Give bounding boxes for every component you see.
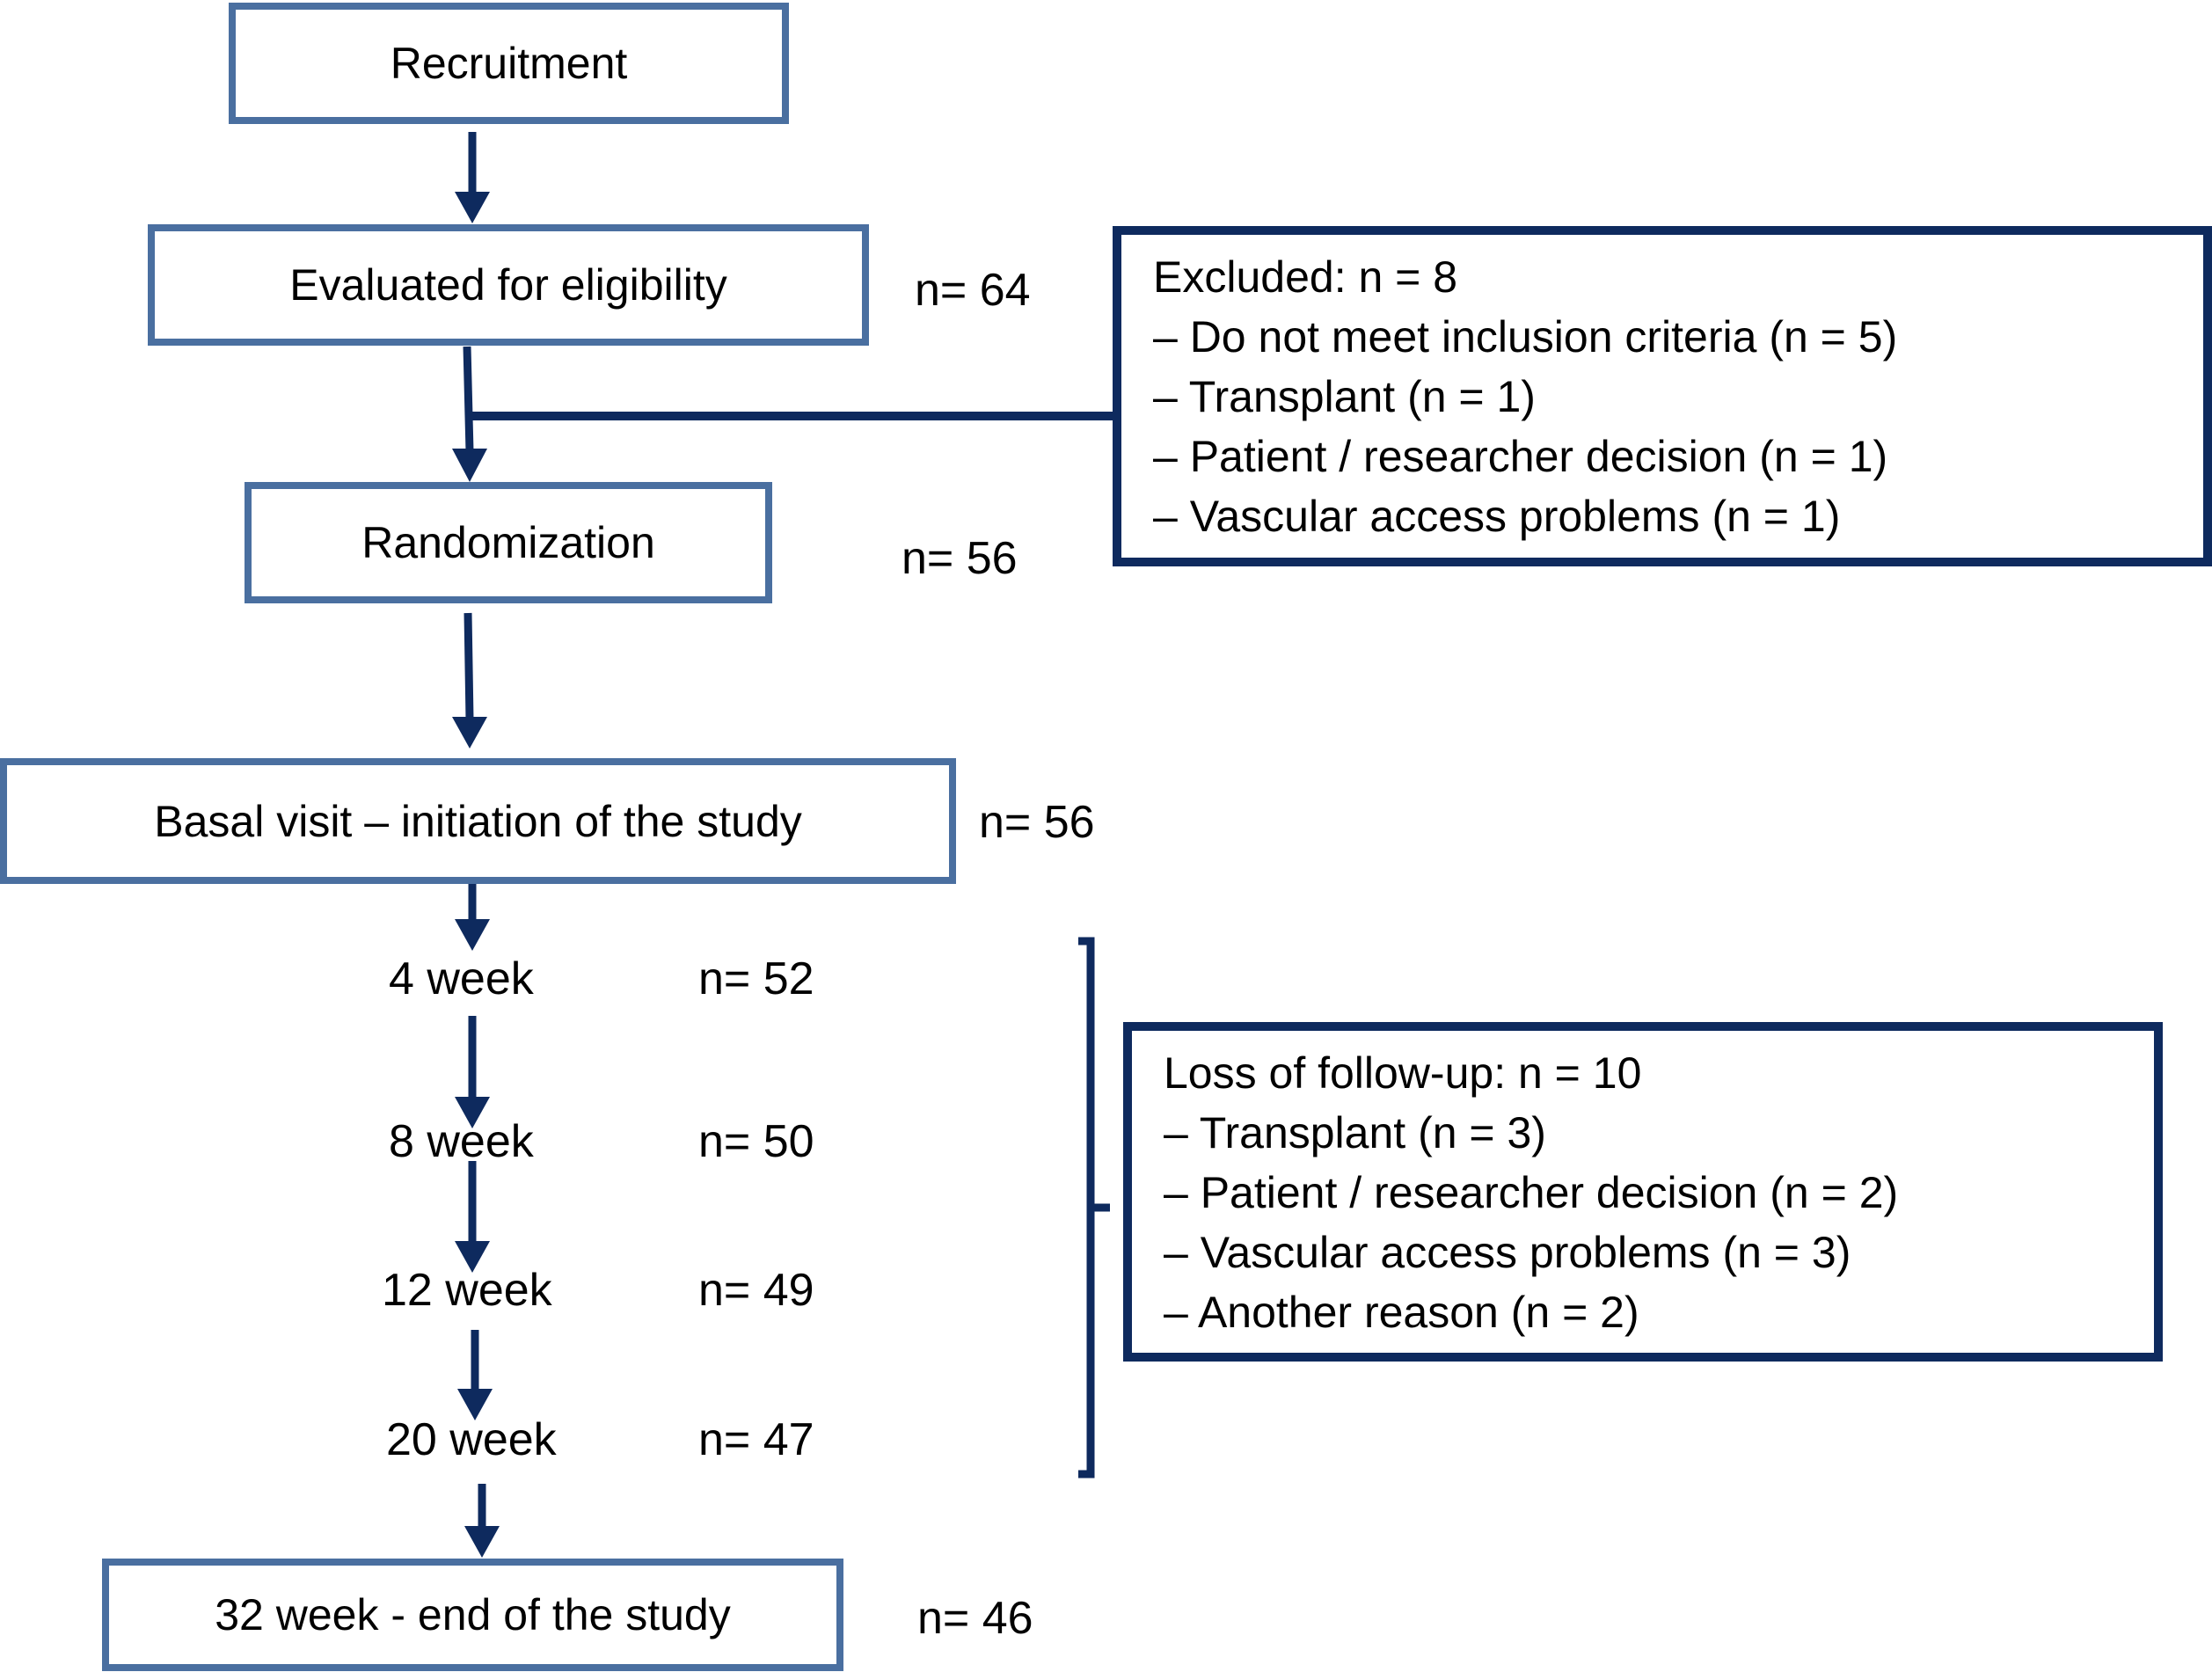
arrowhead: [464, 1526, 500, 1558]
followup-count-week12: n= 49: [698, 1265, 814, 1316]
eligibility-label: Evaluated for eligibility: [289, 260, 727, 310]
basal-visit-box: Basal visit – initiation of the study: [0, 758, 956, 884]
arrowhead: [452, 717, 487, 748]
excluded-item: – Patient / researcher decision (n = 1): [1153, 432, 1888, 481]
excluded-item: – Do not meet inclusion criteria (n = 5): [1153, 312, 1898, 361]
arrowhead: [457, 1389, 493, 1420]
randomization-count: n= 56: [902, 533, 1018, 584]
followup-label-week12: 12 week: [382, 1265, 552, 1316]
excluded-box: Excluded: n = 8 – Do not meet inclusion …: [1113, 226, 2212, 566]
loss-item: – Vascular access problems (n = 3): [1164, 1228, 1851, 1277]
end-of-study-label: 32 week - end of the study: [215, 1590, 731, 1639]
followup-count-week20: n= 47: [698, 1414, 814, 1465]
basal-visit-label: Basal visit – initiation of the study: [154, 796, 802, 846]
recruitment-label: Recruitment: [390, 39, 628, 88]
randomization-label: Randomization: [361, 518, 655, 567]
end-of-study-box: 32 week - end of the study: [102, 1559, 843, 1671]
followup-label-week20: 20 week: [386, 1414, 557, 1465]
basal-count: n= 56: [979, 797, 1095, 848]
arrowhead: [455, 919, 490, 951]
eligibility-count: n= 64: [915, 265, 1031, 316]
excluded-item: – Vascular access problems (n = 1): [1153, 492, 1841, 541]
recruitment-box: Recruitment: [229, 3, 789, 124]
loss-item: – Another reason (n = 2): [1164, 1288, 1639, 1337]
excluded-title: Excluded: n = 8: [1153, 252, 1458, 302]
followup-bracket: [1078, 937, 1095, 1479]
loss-of-followup-box: Loss of follow-up: n = 10 – Transplant (…: [1123, 1022, 2163, 1362]
followup-count-week8: n= 50: [698, 1116, 814, 1167]
arrowhead: [452, 449, 487, 482]
loss-title: Loss of follow-up: n = 10: [1164, 1048, 1642, 1098]
end-count: n= 46: [917, 1593, 1033, 1644]
excluded-item: – Transplant (n = 1): [1153, 372, 1536, 421]
arrowhead: [455, 1097, 490, 1128]
arrow-eligibility-randomization: [463, 346, 474, 452]
eligibility-box: Evaluated for eligibility: [148, 224, 869, 346]
followup-label-week8: 8 week: [389, 1116, 534, 1167]
randomization-box: Randomization: [245, 482, 772, 603]
loss-item: – Patient / researcher decision (n = 2): [1164, 1168, 1899, 1217]
arrow-randomization-basal: [464, 612, 474, 720]
loss-item: – Transplant (n = 3): [1164, 1108, 1546, 1157]
arrowhead: [455, 192, 490, 223]
arrowhead: [455, 1241, 490, 1273]
followup-count-week4: n= 52: [698, 953, 814, 1004]
followup-label-week4: 4 week: [389, 953, 534, 1004]
